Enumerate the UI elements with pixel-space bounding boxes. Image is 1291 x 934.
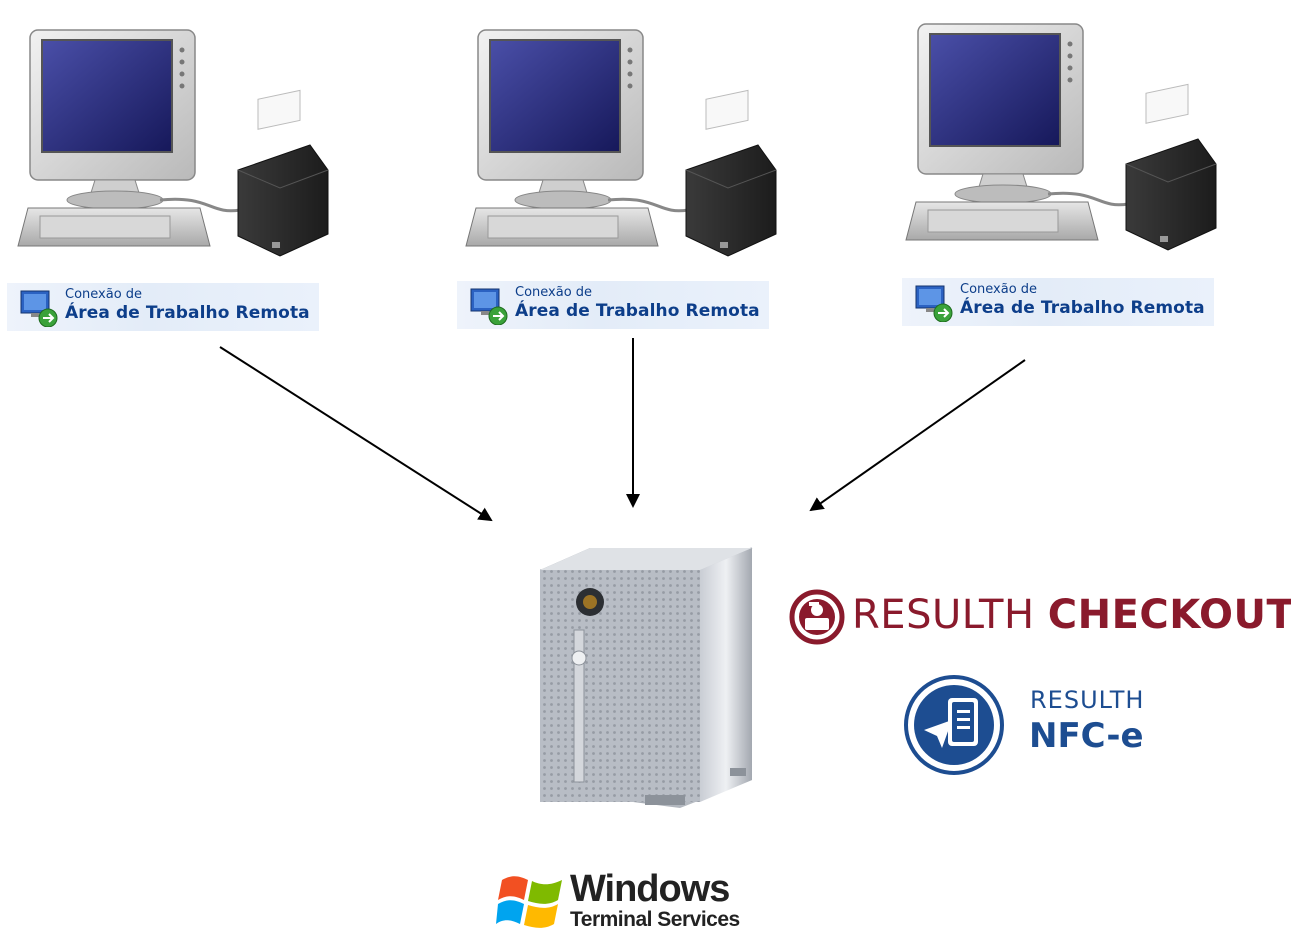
rdp-badge-left: Conexão de Área de Trabalho Remota bbox=[7, 283, 319, 331]
rdp-badge-center: Conexão de Área de Trabalho Remota bbox=[457, 281, 769, 329]
terminal-services-subtitle: Terminal Services bbox=[570, 908, 740, 931]
rdp-line1: Conexão de bbox=[65, 287, 143, 302]
printer-icon bbox=[1125, 83, 1217, 251]
nfce-brand: RESULTH bbox=[1030, 686, 1145, 714]
remote-desktop-icon bbox=[915, 285, 953, 322]
nfce-product: NFC-e bbox=[1029, 716, 1144, 756]
resulth-checkout-logo: RESULTH CHECKOUT bbox=[788, 586, 1291, 646]
rdp-line1: Conexão de bbox=[515, 285, 593, 300]
computer-icon bbox=[17, 29, 241, 247]
cashier-icon bbox=[789, 589, 845, 645]
remote-desktop-icon bbox=[20, 290, 58, 327]
remote-desktop-icon bbox=[470, 288, 508, 325]
windows-flag-icon bbox=[496, 876, 562, 928]
computer-icon bbox=[905, 23, 1129, 241]
workstation-center bbox=[465, 29, 777, 257]
windows-terminal-services-logo: Windows Terminal Services bbox=[496, 868, 796, 934]
resulth-nfce-logo: RESULTH NFC-e bbox=[902, 670, 1162, 780]
printer-icon bbox=[237, 89, 329, 257]
computer-icon bbox=[465, 29, 689, 247]
rdp-line2: Área de Trabalho Remota bbox=[960, 298, 1205, 318]
windows-title: Windows bbox=[570, 868, 730, 910]
rdp-line1: Conexão de bbox=[960, 282, 1038, 297]
workstation-right bbox=[905, 23, 1217, 251]
checkout-product: CHECKOUT bbox=[1047, 592, 1291, 638]
checkout-brand: RESULTH bbox=[852, 592, 1035, 638]
rdp-badge-right: Conexão de Área de Trabalho Remota bbox=[902, 278, 1214, 326]
nfce-document-icon bbox=[904, 675, 1004, 775]
workstation-left bbox=[17, 29, 329, 257]
arrow-right bbox=[809, 359, 1026, 512]
rdp-line2: Área de Trabalho Remota bbox=[65, 303, 310, 323]
rdp-line2: Área de Trabalho Remota bbox=[515, 301, 760, 321]
arrow-left bbox=[219, 346, 493, 522]
printer-icon bbox=[685, 89, 777, 257]
server-icon bbox=[540, 547, 753, 808]
